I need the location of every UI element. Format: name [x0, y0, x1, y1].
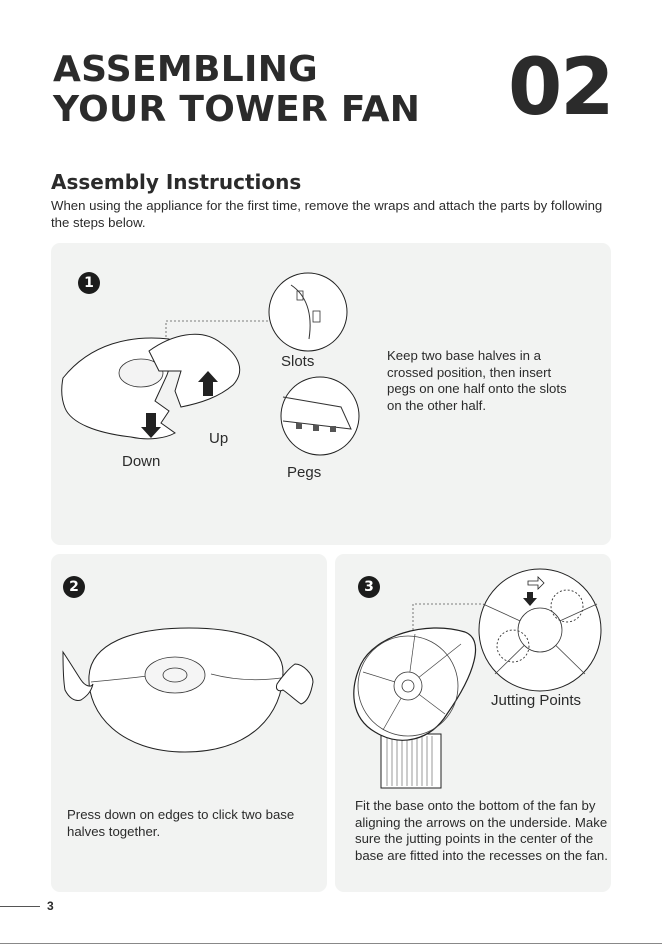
jutting-points-label: Jutting Points	[491, 692, 581, 709]
step-2-panel: 2 Press down on edges to click two base …	[51, 554, 327, 892]
chapter-number: 02	[508, 46, 613, 130]
step-2-text: Press down on edges to click two base ha…	[67, 807, 313, 840]
title-line-2: YOUR TOWER FAN	[53, 89, 420, 130]
pegs-detail-circle	[281, 377, 359, 455]
section-title: Assembly Instructions	[51, 169, 301, 195]
detail-hub	[518, 608, 562, 652]
page-number: 3	[47, 899, 54, 913]
slots-label: Slots	[281, 353, 314, 370]
section-intro: When using the appliance for the first t…	[51, 197, 611, 231]
step-2-illustration	[51, 554, 327, 892]
up-label: Up	[209, 430, 228, 447]
slots-detail-circle	[269, 273, 347, 351]
page-title: ASSEMBLING YOUR TOWER FAN	[53, 50, 420, 130]
footer-line	[0, 906, 40, 907]
fan-base-hub	[394, 672, 422, 700]
title-line-1: ASSEMBLING	[53, 49, 318, 90]
peg-mark	[330, 426, 336, 432]
step-3-text: Fit the base onto the bottom of the fan …	[355, 798, 609, 864]
down-label: Down	[122, 453, 160, 470]
right-base-half	[149, 334, 240, 407]
pegs-label: Pegs	[287, 464, 321, 481]
step-3-panel: 3 Jutting	[335, 554, 611, 892]
base-hub	[145, 657, 205, 693]
step-1-panel: 1 Slots Up Down Pegs Keep two base halve…	[51, 243, 611, 545]
peg-mark	[296, 423, 302, 429]
bottom-rule	[0, 943, 662, 944]
peg-mark	[313, 425, 319, 431]
step-1-text: Keep two base halves in a crossed positi…	[387, 348, 573, 414]
